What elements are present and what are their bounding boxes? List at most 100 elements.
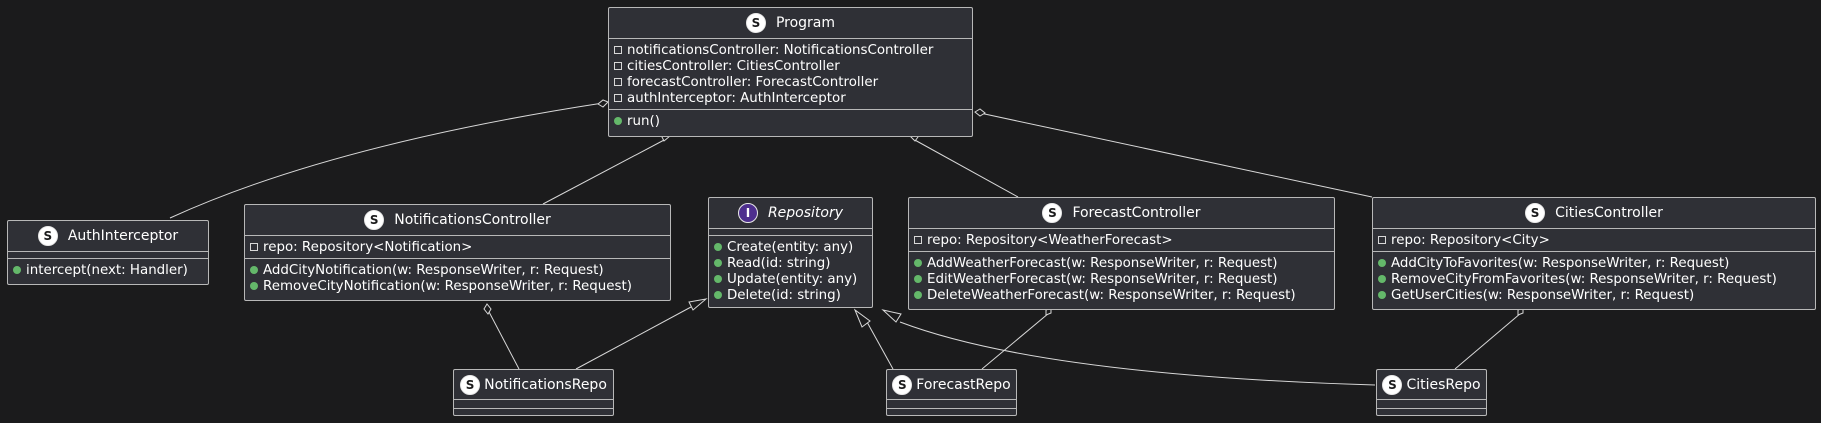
method-row: AddWeatherForecast(w: ResponseWriter, r:… [914, 255, 1334, 271]
edge-citiesrepo-repository [899, 321, 1376, 386]
private-visibility-icon [1378, 236, 1386, 244]
notificationscontroller-class[interactable]: S NotificationsController repo: Reposito… [244, 204, 671, 301]
forecastcontroller-class[interactable]: S ForecastController repo: Repository<We… [908, 197, 1335, 310]
private-visibility-icon [614, 78, 622, 86]
method-row: RemoveCityFromFavorites(w: ResponseWrite… [1378, 271, 1815, 287]
edge-forecastcontroller-forecastrepo [981, 312, 1050, 370]
field-text: repo: Repository<WeatherForecast> [927, 232, 1173, 248]
private-visibility-icon [614, 62, 622, 70]
method-text: Create(entity: any) [727, 239, 854, 255]
fields-section [454, 399, 613, 408]
fields-section: repo: Repository<City> [1373, 228, 1815, 251]
struct-stereotype-icon: S [892, 374, 913, 395]
class-header: S CitiesController [1373, 198, 1815, 228]
class-name: ForecastController [1072, 205, 1201, 221]
public-visibility-icon [250, 266, 258, 274]
method-text: AddWeatherForecast(w: ResponseWriter, r:… [927, 255, 1278, 271]
interface-stereotype-icon: I [737, 203, 758, 223]
method-row: Delete(id: string) [714, 287, 872, 303]
citiescontroller-class[interactable]: S CitiesController repo: Repository<City… [1372, 197, 1816, 310]
class-header: S NotificationsRepo [454, 370, 613, 399]
aggregation-diamond [974, 108, 986, 117]
field-row: citiesController: CitiesController [614, 58, 972, 74]
realization-arrowhead [881, 309, 902, 323]
methods-section [1377, 408, 1486, 417]
struct-stereotype-icon: S [1382, 374, 1403, 395]
field-text: repo: Repository<Notification> [263, 239, 473, 255]
field-row: repo: Repository<WeatherForecast> [914, 232, 1334, 248]
method-text: run() [627, 113, 660, 129]
public-visibility-icon [250, 282, 258, 290]
class-name: CitiesRepo [1406, 376, 1481, 393]
class-header: S Program [609, 8, 972, 38]
class-header: S CitiesRepo [1377, 370, 1486, 399]
methods-section: AddCityToFavorites(w: ResponseWriter, r:… [1373, 251, 1815, 306]
field-row: notificationsController: NotificationsCo… [614, 42, 972, 58]
class-name: CitiesController [1555, 205, 1663, 221]
edge-notificationsrepo-repository [575, 306, 692, 370]
private-visibility-icon [914, 236, 922, 244]
field-text: citiesController: CitiesController [627, 58, 840, 74]
method-row: Create(entity: any) [714, 239, 872, 255]
field-text: notificationsController: NotificationsCo… [627, 42, 934, 58]
methods-section [454, 408, 613, 417]
method-row: intercept(next: Handler) [13, 262, 208, 278]
method-text: Update(entity: any) [727, 271, 858, 287]
field-row: authInterceptor: AuthInterceptor [614, 90, 972, 106]
authinterceptor-class[interactable]: S AuthInterceptor intercept(next: Handle… [7, 220, 209, 285]
method-text: Delete(id: string) [727, 287, 841, 303]
field-text: repo: Repository<City> [1391, 232, 1550, 248]
method-row: AddCityToFavorites(w: ResponseWriter, r:… [1378, 255, 1815, 271]
notificationsrepo-class[interactable]: S NotificationsRepo [453, 369, 614, 416]
public-visibility-icon [714, 275, 722, 283]
fields-section: repo: Repository<WeatherForecast> [909, 228, 1334, 251]
method-row: AddCityNotification(w: ResponseWriter, r… [250, 262, 670, 278]
class-name: NotificationsController [394, 212, 551, 228]
struct-stereotype-icon: S [745, 13, 766, 33]
forecastrepo-class[interactable]: S ForecastRepo [886, 369, 1017, 416]
class-name: Repository [767, 205, 844, 221]
methods-section: run() [609, 109, 972, 132]
fields-section [709, 228, 872, 235]
class-name: ForecastRepo [916, 376, 1011, 393]
edge-program-notificationscontroller [542, 138, 667, 205]
edge-program-citiescontroller [979, 112, 1373, 198]
struct-stereotype-icon: S [364, 210, 385, 230]
program-class[interactable]: S Program notificationsController: Notif… [608, 7, 973, 137]
aggregation-diamond [597, 99, 609, 108]
field-row: repo: Repository<City> [1378, 232, 1815, 248]
method-row: GetUserCities(w: ResponseWriter, r: Requ… [1378, 287, 1815, 303]
public-visibility-icon [914, 275, 922, 283]
public-visibility-icon [714, 259, 722, 267]
class-header: S NotificationsController [245, 205, 670, 235]
struct-stereotype-icon: S [1525, 203, 1546, 223]
public-visibility-icon [614, 117, 622, 125]
class-header: S ForecastRepo [887, 370, 1016, 399]
repository-interface[interactable]: I Repository Create(entity: any) Read(id… [708, 197, 873, 308]
realization-arrowhead [853, 308, 871, 328]
class-name: NotificationsRepo [484, 376, 607, 393]
method-text: EditWeatherForecast(w: ResponseWriter, r… [927, 271, 1278, 287]
method-text: GetUserCities(w: ResponseWriter, r: Requ… [1391, 287, 1695, 303]
method-row: EditWeatherForecast(w: ResponseWriter, r… [914, 271, 1334, 287]
method-text: Read(id: string) [727, 255, 831, 271]
fields-section [1377, 399, 1486, 408]
class-name: AuthInterceptor [67, 228, 179, 244]
aggregation-diamond [483, 303, 492, 315]
edge-citiescontroller-citiesrepo [1454, 312, 1522, 370]
public-visibility-icon [714, 291, 722, 299]
method-text: RemoveCityFromFavorites(w: ResponseWrite… [1391, 271, 1777, 287]
method-text: AddCityToFavorites(w: ResponseWriter, r:… [1391, 255, 1730, 271]
class-name: Program [775, 15, 836, 31]
field-row: repo: Repository<Notification> [250, 239, 670, 255]
field-text: authInterceptor: AuthInterceptor [627, 90, 846, 106]
edge-notificationscontroller-notificationsrepo [487, 309, 520, 370]
private-visibility-icon [250, 243, 258, 251]
fields-section: repo: Repository<Notification> [245, 235, 670, 258]
method-text: DeleteWeatherForecast(w: ResponseWriter,… [927, 287, 1296, 303]
field-text: forecastController: ForecastController [627, 74, 879, 90]
public-visibility-icon [1378, 291, 1386, 299]
citiesrepo-class[interactable]: S CitiesRepo [1376, 369, 1487, 416]
methods-section: AddCityNotification(w: ResponseWriter, r… [245, 258, 670, 297]
